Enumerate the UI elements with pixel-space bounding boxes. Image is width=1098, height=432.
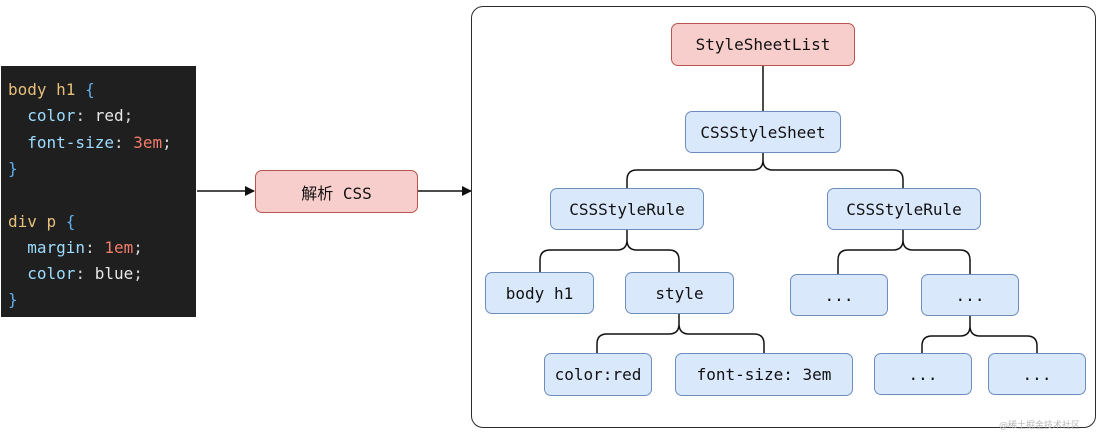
cssstylesheet-node: CSSStyleSheet (685, 111, 841, 153)
edge-right-grandchildren (921, 316, 1038, 353)
code-token: red (94, 106, 124, 126)
right-grandchild-node-2: ... (988, 353, 1086, 395)
code-token: div p (8, 211, 66, 231)
declaration-font-size-node: font-size: 3em (675, 353, 853, 396)
code-token: 3em (133, 132, 163, 152)
edge-rule-left-children (539, 230, 680, 272)
code-token: ; (133, 237, 143, 257)
code-token: blue (94, 264, 134, 284)
code-line: div p { (8, 209, 75, 235)
code-token: : (113, 132, 134, 152)
right-child-node-1: ... (790, 274, 888, 316)
code-token: } (8, 158, 18, 178)
cssom-tree-panel (471, 6, 1096, 428)
code-token: font-size (8, 132, 114, 152)
code-line: } (8, 287, 18, 313)
cssstylerule-right-node: CSSStyleRule (827, 188, 981, 230)
code-token: body h1 (8, 80, 86, 99)
code-token: margin (8, 237, 86, 257)
edge-sheet-rules (626, 153, 904, 188)
parse-css-step: 解析 CSS (255, 170, 418, 213)
code-token: 1em (104, 237, 134, 257)
code-line: margin: 1em; (8, 235, 143, 261)
css-code-block: body h1 { color: red; font-size: 3em;} di… (1, 66, 196, 317)
code-token: ; (123, 106, 134, 126)
style-node: style (625, 272, 734, 314)
code-token: { (65, 211, 76, 231)
code-token: ; (162, 132, 172, 152)
right-grandchild-node-1: ... (874, 353, 972, 395)
code-token: } (8, 290, 18, 310)
code-token: ; (133, 264, 143, 284)
code-line: } (8, 156, 18, 182)
selector-node: body h1 (485, 272, 594, 314)
watermark: @稀土掘金技术社区 (998, 421, 1080, 431)
edge-style-declarations (596, 314, 765, 353)
code-token: : (85, 237, 105, 257)
edge-rule-right-children (837, 230, 971, 274)
right-child-node-2: ... (921, 274, 1019, 316)
code-line: font-size: 3em; (8, 130, 172, 156)
stylesheetlist-node: StyleSheetList (671, 23, 855, 66)
declaration-color-node: color:red (544, 353, 652, 396)
code-line: color: red; (8, 103, 133, 129)
code-token: : (75, 106, 95, 126)
code-line: body h1 { (8, 77, 95, 103)
code-token: color (8, 106, 76, 126)
code-token: { (85, 80, 95, 99)
code-line: color: blue; (8, 261, 143, 287)
code-token: color (8, 264, 76, 284)
cssstylerule-left-node: CSSStyleRule (550, 188, 704, 230)
code-token: : (75, 264, 95, 284)
